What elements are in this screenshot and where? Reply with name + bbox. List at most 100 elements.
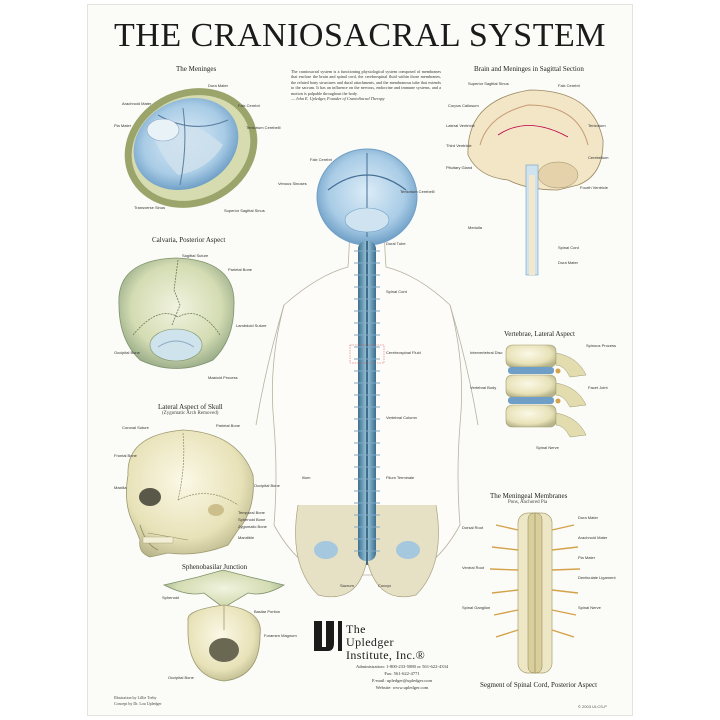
label-calvaria: Occipital Bone [114, 350, 140, 355]
label-sphenobasilar: Foramen Magnum [264, 633, 297, 638]
section-subtitle-meningeal-membranes: Pons, Anchored Pia [508, 500, 548, 505]
label-meninges: Pia Mater [114, 123, 132, 128]
logo-line-2: Upledger [346, 635, 394, 649]
label-brain: Third Ventricle [446, 143, 472, 148]
label-sphenobasilar: Basilar Portion [254, 609, 281, 614]
intro-paragraph: The craniosacral system is a functioning… [291, 69, 441, 96]
section-title-calvaria: Calvaria, Posterior Aspect [152, 236, 226, 244]
label-meningeal: Ventral Root [462, 565, 485, 570]
calvaria-illustration [118, 257, 235, 369]
label-brain: Medulla [468, 225, 483, 230]
section-subtitle-lateral-skull: (Zygomatic Arch Removed) [162, 411, 219, 416]
section-title-lateral-skull: Lateral Aspect of Skull [158, 403, 223, 411]
label-meninges: Falx Cerebri [238, 103, 260, 108]
contact-website: Website: www.upledger.com [375, 685, 429, 690]
poster: THE CRANIOSACRAL SYSTEM [88, 5, 632, 715]
label-brain: Cerebellum [588, 155, 609, 160]
label-lateral-skull: Sphenoid Bone [238, 517, 266, 522]
label-center: Dural Tube [386, 241, 406, 246]
label-center: Vertebral Column [386, 415, 417, 420]
credit-illustration: Illustration by Lillie Trehy [114, 695, 157, 700]
label-lateral-skull: Parietal Bone [216, 423, 241, 428]
label-meninges: Tentorium Cerebelli [246, 125, 281, 130]
label-center: Sacrum [340, 583, 354, 588]
vertebrae-lateral-illustration [505, 344, 587, 438]
label-lateral-skull: Maxilla [114, 485, 127, 490]
label-lateral-skull: Zygomatic Bone [238, 524, 267, 529]
detail-callout-box [349, 344, 385, 364]
label-brain: Tentorium [588, 123, 606, 128]
label-meningeal: Pia Mater [578, 555, 596, 560]
logo-line-3: Institute, Inc.® [346, 648, 426, 662]
sphenobasilar-illustration [162, 569, 286, 682]
label-brain: Lateral Ventricle [446, 123, 475, 128]
brain-sagittal-illustration [467, 89, 604, 276]
contact-fax: Fax: 561-622-4771 [384, 671, 420, 676]
label-vertebrae: Vertebral Body [470, 385, 497, 390]
label-center: Coccyx [378, 583, 392, 588]
credit-concept: Concept by Dr. Lou Upledger [114, 701, 162, 706]
label-brain: Spinal Cord [558, 245, 579, 250]
section-title-spinal-cord-segment: Segment of Spinal Cord, Posterior Aspect [480, 681, 598, 689]
label-calvaria: Sagittal Suture [182, 253, 209, 258]
lateral-skull-illustration [126, 429, 254, 558]
section-title-meninges: The Meninges [176, 65, 217, 73]
label-calvaria: Parietal Bone [228, 267, 253, 272]
spinal-cord-segment-illustration [489, 512, 581, 674]
meninges-illustration [124, 88, 258, 208]
label-brain: Superior Sagittal Sinus [468, 81, 509, 86]
logo-line-1: The [346, 622, 366, 636]
label-vertebrae: Spinal Nerve [536, 445, 559, 450]
label-meninges: Transverse Sinus [134, 205, 165, 210]
intro-text: The craniosacral system is a functioning… [291, 69, 441, 101]
label-sphenobasilar: Occipital Bone [168, 675, 194, 680]
contact-email: E-mail: upledger@upledger.com [371, 678, 433, 683]
label-center: Cerebrospinal Fluid [386, 350, 421, 355]
label-meninges: Dura Mater [208, 83, 229, 88]
upledger-logo-mark [314, 621, 342, 651]
label-lateral-skull: Frontal Bone [114, 453, 137, 458]
poster-title: THE CRANIOSACRAL SYSTEM [114, 17, 606, 54]
label-center: Falx Cerebri [310, 157, 332, 162]
section-title-sphenobasilar: Sphenobasilar Junction [182, 563, 248, 571]
label-brain: Corpus Callosum [448, 103, 479, 108]
illustrations [118, 88, 604, 682]
label-center: Venous Sinuses [278, 181, 307, 186]
section-title-vertebrae: Vertebrae, Lateral Aspect [504, 330, 575, 338]
label-calvaria: Mastoid Process [208, 375, 238, 380]
contact-administration: Administration: 1-800-233-5880 or 561-62… [355, 664, 449, 669]
catalog-number: © 2003 UI-CS-P [578, 704, 607, 709]
label-vertebrae: Facet Joint [588, 385, 608, 390]
section-title-meningeal-membranes: The Meningeal Membranes [490, 492, 568, 500]
section-title-brain-sagittal: Brain and Meninges in Sagittal Section [474, 65, 584, 73]
label-brain: Dura Mater [558, 260, 579, 265]
label-center: Spinal Cord [386, 289, 407, 294]
label-lateral-skull: Occipital Bone [254, 483, 280, 488]
label-meningeal: Spinal Nerve [578, 605, 601, 610]
label-brain: Pituitary Gland [446, 165, 473, 170]
label-center: Tentorium Cerebelli [400, 189, 435, 194]
label-meningeal: Denticulate Ligament [578, 575, 616, 580]
label-lateral-skull: Mandible [238, 535, 255, 540]
label-meningeal: Arachnoid Mater [578, 535, 608, 540]
label-lateral-skull: Coronal Suture [122, 425, 149, 430]
label-brain: Fourth Ventricle [580, 185, 609, 190]
label-center: Filum Terminale [386, 475, 415, 480]
label-vertebrae: Spinous Process [586, 343, 617, 348]
label-meninges: Superior Sagittal Sinus [224, 208, 265, 213]
intro-signature: — John E. Upledger, Founder of CranioSac… [291, 96, 385, 102]
label-meninges: Arachnoid Mater [122, 101, 152, 106]
label-brain: Falx Cerebri [558, 83, 580, 88]
label-meningeal: Dura Mater [578, 515, 599, 520]
label-lateral-skull: Temporal Bone [238, 510, 265, 515]
label-center: Ilium [302, 475, 311, 480]
label-sphenobasilar: Sphenoid [162, 595, 179, 600]
upledger-logo-text: The Upledger Institute, Inc.® [346, 623, 425, 662]
label-meningeal: Dorsal Root [462, 525, 484, 530]
vertebra-ticks [354, 250, 380, 552]
label-vertebrae: Intervertebral Disc [470, 350, 503, 355]
central-skull-illustration [316, 148, 418, 246]
label-calvaria: Lambdoid Suture [236, 323, 267, 328]
label-meningeal: Spinal Ganglion [462, 605, 491, 610]
spinal-column-illustration [358, 241, 376, 565]
